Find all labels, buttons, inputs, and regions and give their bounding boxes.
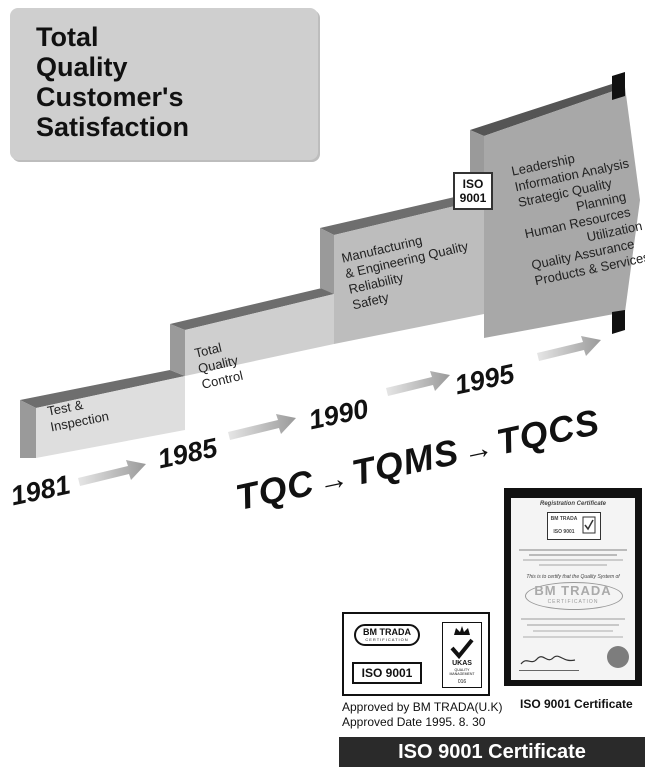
certificate-document: Registration Certificate BM TRADA ISO 90… bbox=[511, 498, 635, 680]
step-3-face bbox=[320, 228, 334, 294]
bm-trada-oval: BM TRADA CERTIFICATION bbox=[354, 624, 420, 646]
arrow-tip-bottom bbox=[612, 310, 625, 334]
ukas-number: 016 bbox=[457, 679, 467, 685]
certificate-caption: ISO 9001 Certificate bbox=[520, 697, 633, 711]
step-2-face bbox=[170, 324, 185, 376]
iso-badge-line: 9001 bbox=[459, 191, 487, 205]
signature-icon bbox=[520, 655, 576, 665]
arrow-tip-top bbox=[612, 72, 625, 100]
certificate-header: Registration Certificate bbox=[539, 501, 606, 507]
step-1-face bbox=[20, 400, 36, 458]
checkmark-icon bbox=[450, 638, 474, 659]
title-line: Quality bbox=[36, 52, 128, 82]
ukas-sub-text: QUALITY bbox=[454, 668, 470, 672]
certificate-logo: BM TRADA ISO 9001 bbox=[547, 512, 601, 540]
ukas-crown-icon bbox=[582, 516, 596, 534]
certificate-iso-text: ISO 9001 bbox=[553, 529, 575, 535]
title-line: Satisfaction bbox=[36, 112, 190, 142]
certificate-stamp bbox=[607, 646, 629, 668]
iso-badge-line: ISO bbox=[462, 177, 484, 191]
certificate-fineprint bbox=[519, 546, 627, 572]
step-3-front bbox=[334, 199, 484, 344]
arrow-glyph: → bbox=[315, 461, 353, 500]
certificate-watermark-sub: CERTIFICATION bbox=[547, 599, 599, 605]
bm-trada-certification-text: CERTIFICATION bbox=[365, 637, 409, 642]
approval-line-1: Approved by BM TRADA(U.K) bbox=[342, 700, 503, 714]
step-1-top bbox=[20, 370, 185, 408]
stair-diagram bbox=[20, 72, 640, 486]
arrow-glyph: → bbox=[459, 430, 497, 470]
ukas-text: UKAS bbox=[452, 660, 472, 667]
progress-arrow bbox=[78, 460, 146, 486]
step-1-front bbox=[36, 376, 185, 458]
iso-badge: ISO 9001 bbox=[453, 172, 493, 210]
certificate-seal bbox=[525, 582, 623, 610]
step-2-top bbox=[170, 288, 334, 330]
step-2-front bbox=[185, 294, 334, 376]
title-line: Customer's bbox=[36, 82, 184, 112]
step-4-top bbox=[470, 83, 625, 136]
certificate-body-lines bbox=[521, 614, 625, 642]
title-line: Total bbox=[36, 22, 99, 52]
step-3-top bbox=[320, 193, 484, 235]
progress-arrow bbox=[228, 414, 296, 440]
iso-9001-box: ISO 9001 bbox=[352, 662, 422, 684]
signature-line bbox=[519, 670, 579, 671]
ukas-mark: UKAS QUALITY MANAGEMENT 016 bbox=[442, 622, 482, 688]
iso-certificate-banner: ISO 9001 Certificate bbox=[339, 737, 645, 767]
approval-line-2: Approved Date 1995. 8. 30 bbox=[342, 715, 486, 729]
bm-trada-logo-card: BM TRADA CERTIFICATION ISO 9001 UKAS QUA… bbox=[342, 612, 490, 696]
crown-icon bbox=[454, 626, 470, 635]
certificate-watermark: BM TRADA bbox=[534, 583, 612, 598]
progress-arrow bbox=[537, 336, 601, 361]
ukas-sub-text: MANAGEMENT bbox=[449, 672, 475, 676]
title-box: Total Quality Customer's Satisfaction bbox=[10, 8, 318, 160]
certificate-company-line: This is to certify that the Quality Syst… bbox=[526, 574, 620, 580]
step-4-front bbox=[484, 87, 640, 338]
bm-trada-text: BM TRADA bbox=[363, 627, 411, 637]
certificate-logo-text: BM TRADA bbox=[550, 516, 578, 522]
progress-arrow bbox=[386, 371, 450, 396]
